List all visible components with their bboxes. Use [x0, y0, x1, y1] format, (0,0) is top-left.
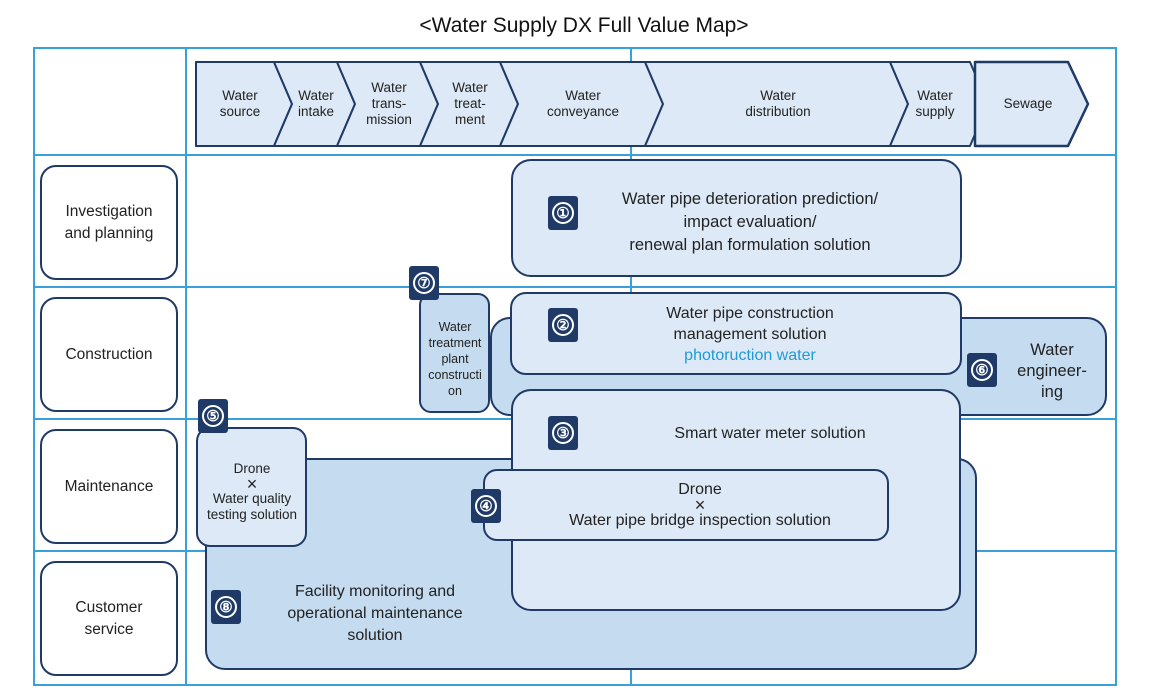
flow-label-sewage: Sewage — [1003, 96, 1053, 111]
solution-1-deterioration-prediction-box — [511, 159, 962, 277]
solution-8-number-badge: ⑧ — [211, 590, 241, 624]
grid-frame — [33, 47, 1117, 686]
solution-5-number-badge: ⑤ — [198, 399, 228, 433]
solution-2-construction-management-box — [510, 292, 962, 375]
grid-row-divider-1 — [33, 154, 1117, 156]
map-title: <Water Supply DX Full Value Map> — [419, 14, 749, 37]
solution-4-number-badge: ④ — [471, 489, 501, 523]
flow-label-water-supply: Water supply — [915, 88, 955, 119]
solution-6-text: Water engineer- ing — [1017, 340, 1087, 401]
solution-3-number-badge: ③ — [548, 416, 578, 450]
flow-label-water-treatment: Water treat- ment — [452, 80, 488, 127]
solution-4-pipe-bridge-inspection-box — [483, 469, 889, 541]
flow-label-water-intake: Water intake — [297, 88, 335, 119]
solution-5-cross: × — [246, 474, 258, 494]
flow-chevron-row — [195, 60, 1090, 148]
solution-5-text: Drone × Water quality testing solution — [198, 452, 306, 532]
solution-4-line-inspection: Water pipe bridge inspection solution — [569, 512, 831, 529]
solution-4-text: Drone × Water pipe bridge inspection sol… — [520, 473, 880, 537]
grid-column-divider-left — [185, 47, 187, 686]
solution-3-text: Smart water meter solution — [674, 425, 866, 442]
solution-6-number-badge: ⑥ — [967, 353, 997, 387]
solution-7-text: Water treatment plant constructi on — [428, 320, 482, 398]
solution-7-treatment-plant-construction-box — [419, 293, 490, 413]
flow-label-water-source: Water source — [219, 88, 261, 119]
stage-investigation-planning: Investigation and planning — [40, 165, 178, 280]
solution-5-line-testing: Water quality testing solution — [206, 491, 298, 522]
solution-5-water-quality-testing-box — [196, 427, 307, 547]
solution-2-text: Water pipe construction management solut… — [600, 298, 900, 370]
flow-label-water-transmission: Water trans- mission — [366, 80, 412, 127]
solution-2-description: Water pipe construction management solut… — [666, 304, 834, 343]
solution-2-number-badge: ② — [548, 308, 578, 342]
chevron-water-supply — [889, 61, 989, 147]
solution-5-line-drone: Drone — [233, 461, 271, 476]
grid-row-divider-2 — [33, 286, 1117, 288]
solution-1-number-badge: ① — [548, 196, 578, 230]
chevron-sewage — [973, 60, 1090, 148]
solution-4-line-drone: Drone — [678, 481, 722, 498]
stage-customer-service: Customer service — [40, 561, 178, 676]
stage-construction: Construction — [40, 297, 178, 412]
flow-label-water-conveyance: Water conveyance — [546, 88, 620, 119]
solution-4-cross: × — [694, 495, 706, 515]
solution-7-number-badge: ⑦ — [409, 266, 439, 300]
flow-label-water-distribution: Water distribution — [745, 88, 811, 119]
solution-1-text: Water pipe deterioration prediction/ imp… — [621, 189, 879, 254]
stage-maintenance: Maintenance — [40, 429, 178, 544]
solution-8-text: Facility monitoring and operational main… — [287, 583, 463, 644]
solution-2-product-name: photoruction water — [684, 346, 816, 364]
